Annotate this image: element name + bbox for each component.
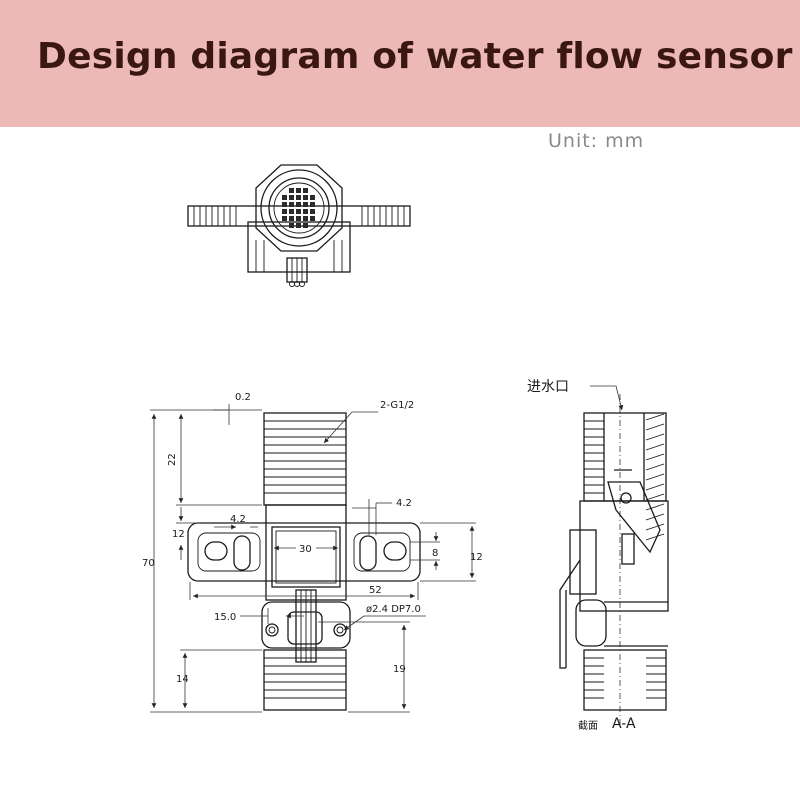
- inlet-label: 进水口: [527, 379, 569, 395]
- front-view-labels: 0.2 2-G1/2 22 4.2 4.2 12 30 8 12 70 52 1…: [142, 392, 483, 685]
- dim-12-right: 12: [470, 552, 483, 563]
- dim-30: 30: [299, 544, 312, 555]
- top-view: [187, 164, 411, 287]
- dim-8: 8: [432, 548, 438, 559]
- dim-4-2-left: 4.2: [230, 514, 246, 525]
- dim-0-2: 0.2: [235, 392, 251, 403]
- dim-15-0: 15.0: [214, 612, 236, 623]
- unit-label: Unit: mm: [548, 130, 645, 152]
- dim-19: 19: [393, 664, 406, 675]
- dim-4-2-right: 4.2: [396, 498, 412, 509]
- dim-14: 14: [176, 674, 189, 685]
- page-title: Design diagram of water flow sensor: [37, 36, 793, 77]
- dim-12-left: 12: [172, 529, 185, 540]
- dim-22: 22: [167, 453, 178, 466]
- section-view: 进水口 截面 A-A: [527, 379, 669, 732]
- dim-thread: 2-G1/2: [380, 400, 414, 411]
- title-banner: [0, 0, 800, 127]
- dim-70: 70: [142, 558, 155, 569]
- section-label: A-A: [612, 716, 636, 732]
- front-view: [150, 404, 476, 713]
- dim-52: 52: [369, 585, 382, 596]
- section-word: 截面: [578, 719, 598, 732]
- dim-hole: ø2.4 DP7.0: [366, 604, 421, 615]
